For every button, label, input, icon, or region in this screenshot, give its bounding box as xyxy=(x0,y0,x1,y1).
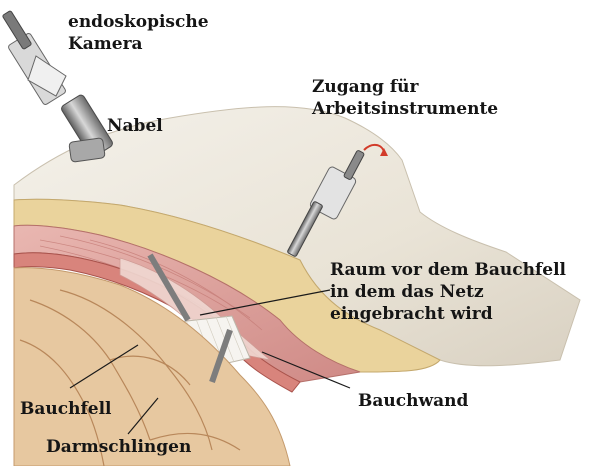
label-preperitoneal-space: Raum vor dem Bauchfell in dem das Netz e… xyxy=(330,259,566,325)
label-intestines: Darmschlingen xyxy=(46,436,191,458)
label-peritoneum: Bauchfell xyxy=(20,398,112,420)
label-navel: Nabel xyxy=(107,115,163,137)
label-endoscopic-camera: endoskopische Kamera xyxy=(68,11,209,55)
label-instrument-access: Zugang für Arbeitsinstrumente xyxy=(312,76,498,120)
label-abdominal-wall: Bauchwand xyxy=(358,390,468,412)
